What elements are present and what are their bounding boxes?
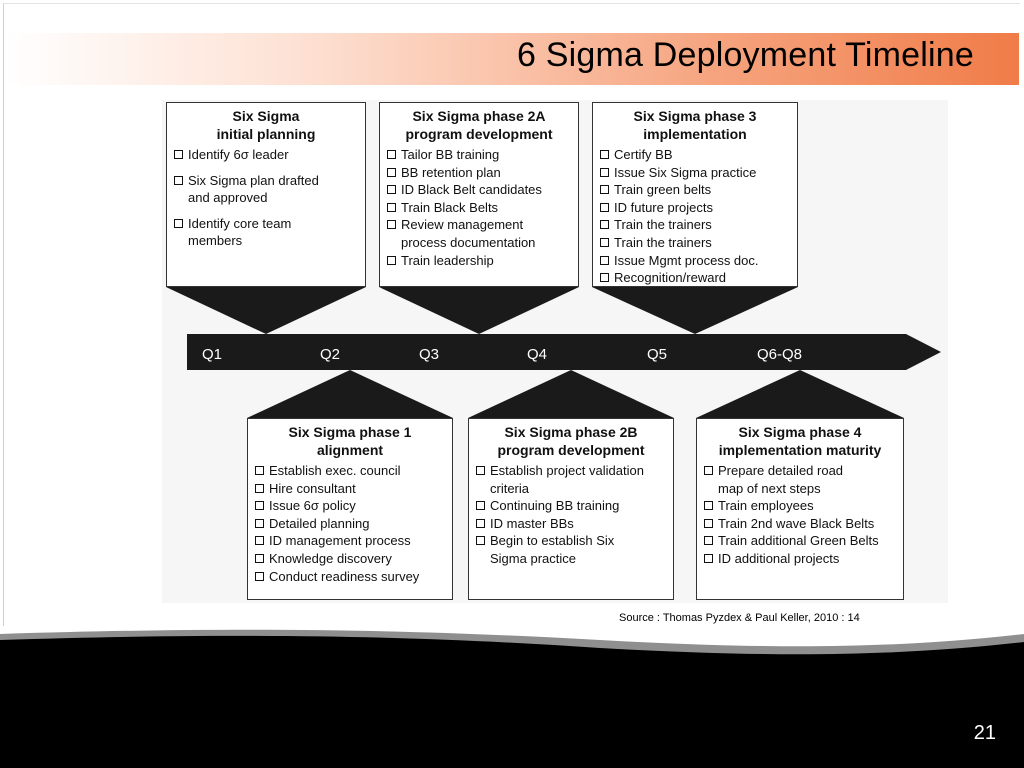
- list-item: Conduct readiness survey: [254, 568, 446, 586]
- phase-box-3: Six Sigma phase 3 implementation Certify…: [592, 102, 798, 287]
- phase-box-1: Six Sigma phase 1 alignment Establish ex…: [247, 418, 453, 600]
- list-item: Identify 6σ leader: [173, 146, 359, 164]
- list-item: Establish project validation criteria: [475, 462, 667, 497]
- list-item: Hire consultant: [254, 480, 446, 498]
- phase-items: Identify 6σ leader Six Sigma plan drafte…: [173, 146, 359, 250]
- quarter-label-q3: Q3: [419, 346, 440, 363]
- phase-items: Prepare detailed road map of next steps …: [703, 462, 897, 568]
- list-item: Review management process documentation: [386, 216, 572, 251]
- phase-box-initial-planning: Six Sigma initial planning Identify 6σ l…: [166, 102, 366, 287]
- list-item: Train 2nd wave Black Belts: [703, 515, 897, 533]
- phase-title: Six Sigma phase 2B program development: [497, 424, 645, 458]
- quarter-label-q4: Q4: [527, 346, 548, 363]
- footer-wave: [0, 629, 1024, 768]
- pointer-phase-2a: [379, 287, 579, 334]
- list-item: Knowledge discovery: [254, 550, 446, 568]
- quarter-label-q6-q8: Q6-Q8: [757, 346, 803, 363]
- list-item: Train employees: [703, 497, 897, 515]
- title-bar: [4, 33, 1019, 85]
- list-item: Issue Mgmt process doc.: [599, 252, 791, 270]
- phase-title: Six Sigma phase 1 alignment: [288, 424, 412, 458]
- list-item: Train leadership: [386, 252, 572, 270]
- list-item: ID Black Belt candidates: [386, 181, 572, 199]
- pointer-phase-1: [247, 370, 453, 418]
- list-item: ID management process: [254, 532, 446, 550]
- list-item: Six Sigma plan drafted and approved: [173, 172, 359, 207]
- list-item: Train the trainers: [599, 234, 791, 252]
- list-item: Train the trainers: [599, 216, 791, 234]
- list-item: Tailor BB training: [386, 146, 572, 164]
- phase-box-4: Six Sigma phase 4 implementation maturit…: [696, 418, 904, 600]
- list-item: Train Black Belts: [386, 199, 572, 217]
- phase-items: Tailor BB training BB retention plan ID …: [386, 146, 572, 269]
- quarter-label-q1: Q1: [202, 346, 223, 363]
- list-item: Detailed planning: [254, 515, 446, 533]
- list-item: Establish exec. council: [254, 462, 446, 480]
- list-item: ID future projects: [599, 199, 791, 217]
- phase-title: Six Sigma initial planning: [216, 108, 316, 142]
- list-item: Certify BB: [599, 146, 791, 164]
- list-item: Issue Six Sigma practice: [599, 164, 791, 182]
- list-item: Prepare detailed road map of next steps: [703, 462, 897, 497]
- phase-items: Establish exec. council Hire consultant …: [254, 462, 446, 585]
- quarter-label-q2: Q2: [320, 346, 341, 363]
- list-item: Issue 6σ policy: [254, 497, 446, 515]
- timeline-arrow: [187, 334, 941, 370]
- list-item: BB retention plan: [386, 164, 572, 182]
- pointer-initial-planning: [166, 287, 366, 334]
- list-item: Recognition/reward: [599, 269, 791, 287]
- list-item: ID additional projects: [703, 550, 897, 568]
- page-number: 21: [973, 722, 996, 744]
- source-citation: Source : Thomas Pyzdex & Paul Keller, 20…: [619, 612, 860, 624]
- list-item: Continuing BB training: [475, 497, 667, 515]
- phase-title: Six Sigma phase 4 implementation maturit…: [718, 424, 882, 458]
- phase-items: Certify BB Issue Six Sigma practice Trai…: [599, 146, 791, 287]
- phase-items: Establish project validation criteria Co…: [475, 462, 667, 568]
- list-item: ID master BBs: [475, 515, 667, 533]
- list-item: Train additional Green Belts: [703, 532, 897, 550]
- list-item: Identify core team members: [173, 215, 359, 250]
- list-item: Train green belts: [599, 181, 791, 199]
- phase-box-2a: Six Sigma phase 2A program development T…: [379, 102, 579, 287]
- timeline-arrows: [166, 287, 941, 418]
- pointer-phase-2b: [468, 370, 674, 418]
- pointer-phase-4: [696, 370, 904, 418]
- slide-frame: [3, 3, 1020, 626]
- phase-title: Six Sigma phase 2A program development: [405, 108, 553, 142]
- quarter-label-q5: Q5: [647, 346, 668, 363]
- slide-title: 6 Sigma Deployment Timeline: [516, 36, 974, 74]
- phase-title: Six Sigma phase 3 implementation: [633, 108, 757, 142]
- timeline-diagram: Six Sigma initial planning Identify 6σ l…: [162, 100, 948, 603]
- phase-box-2b: Six Sigma phase 2B program development E…: [468, 418, 674, 600]
- pointer-phase-3: [592, 287, 798, 334]
- list-item: Begin to establish Six Sigma practice: [475, 532, 667, 567]
